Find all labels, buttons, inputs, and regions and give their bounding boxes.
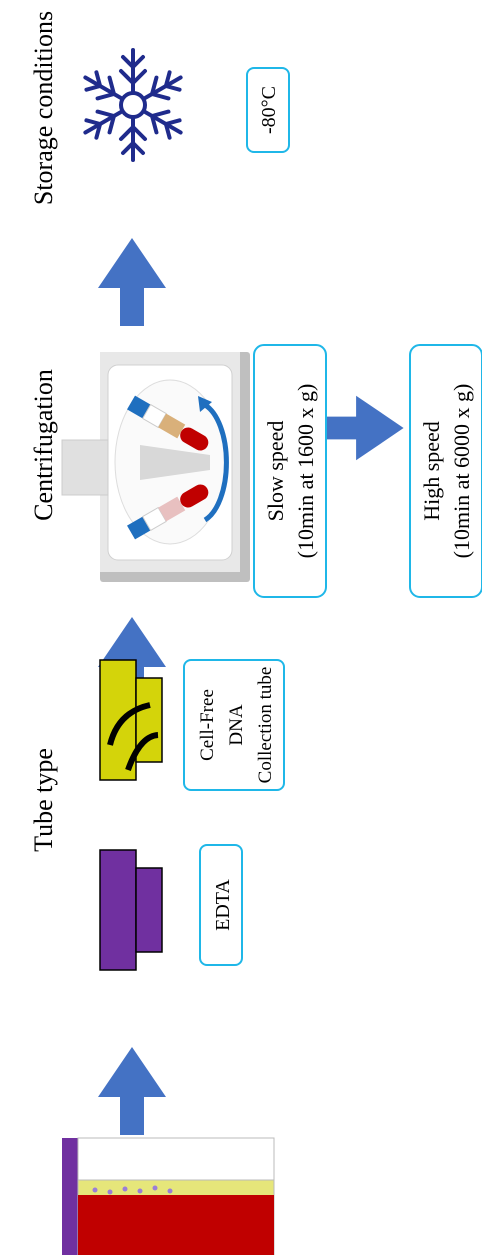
cfdna-label-line-1: Cell-Free [197,689,218,761]
edta-label: EDTA [212,879,234,931]
slow-speed-line-1: Slow speed [263,421,288,522]
centrifuge-icon [61,352,250,582]
cfdna-label-box [183,659,285,791]
edta-tube-icon [99,849,163,971]
blood-tube-cap [62,1138,78,1255]
slow-speed-box [253,344,327,598]
blood-tube-clear [77,1137,275,1181]
tube-type-heading: Tube type [29,748,58,852]
blood-tube-blood [78,1195,274,1255]
arrow-to-storage [98,238,166,326]
high-speed-box [409,344,482,598]
storage-heading: Storage conditions [29,11,58,205]
temperature-box [246,67,290,153]
high-speed-line-2: (10min at 6000 x g) [449,384,474,559]
arrow-slow-to-high [320,395,404,461]
temperature-label: -80°C [258,86,280,134]
cfdna-label-line-2: DNA [226,704,247,745]
slow-speed-line-2: (10min at 1600 x g) [293,384,318,559]
arrow-to-tube-type [98,1047,166,1135]
snowflake-icon [77,48,189,162]
cfdna-tube-icon [99,659,163,781]
centrifugation-heading: Centrifugation [29,369,58,521]
cfdna-label-line-3: Collection tube [255,667,276,784]
high-speed-line-1: High speed [419,421,444,521]
edta-label-box [199,844,243,966]
blood-tube [62,1137,275,1255]
